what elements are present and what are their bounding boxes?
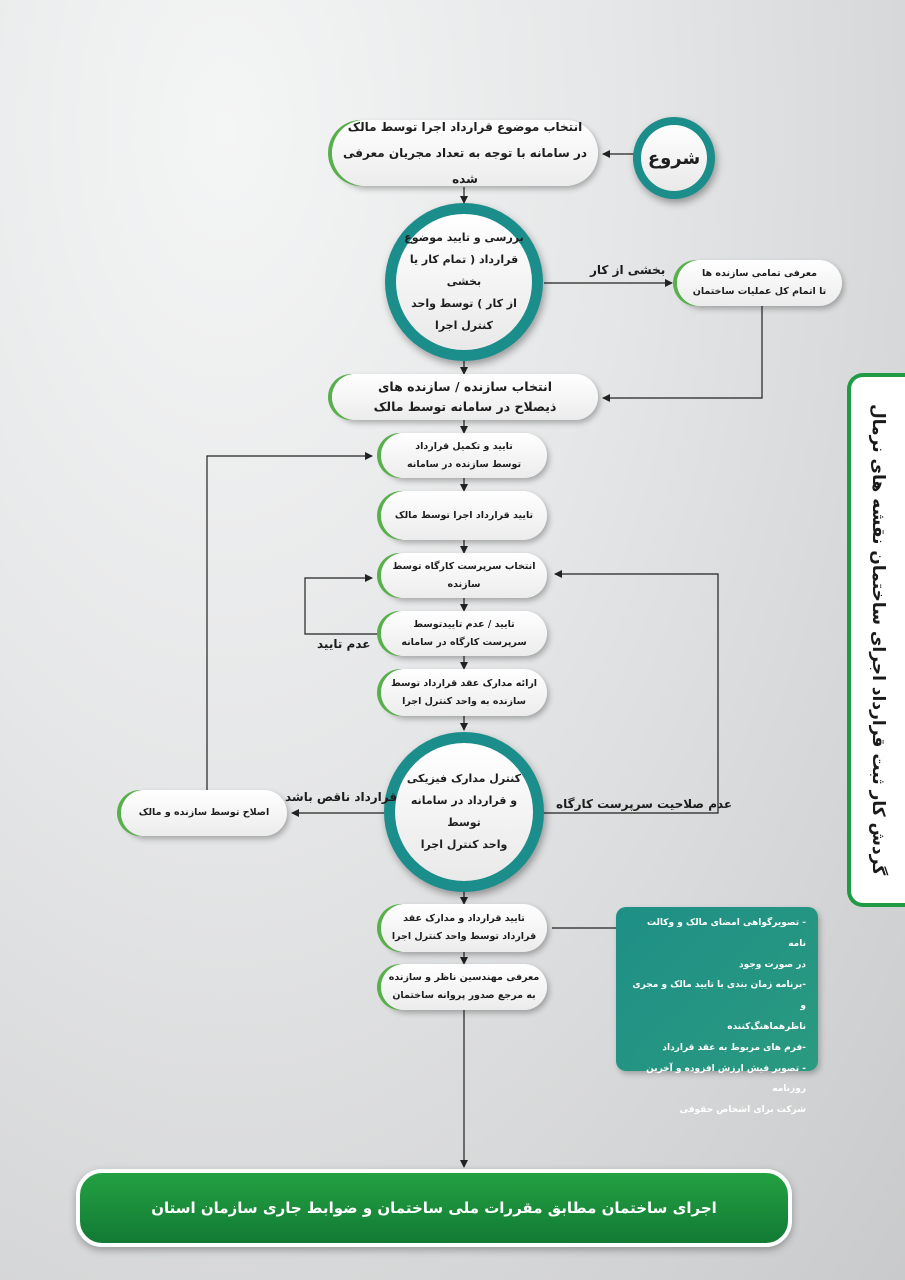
step-review-line1: بررسی و تایید موضوع (404, 231, 524, 244)
step-fix-by-builder-owner: اصلاح توسط سازنده و مالک (121, 790, 287, 836)
step-builder-confirm-line1: تایید و تکمیل قرارداد (415, 440, 513, 452)
required-documents-notes: - تصویرگواهی امضای مالک و وکالت نامه در … (616, 907, 818, 1115)
step-submit-contract-documents: ارائه مدارک عقد قرارداد توسط سازنده به و… (381, 669, 547, 716)
step-submit-docs-line1: ارائه مدارک عقد قرارداد توسط (390, 677, 538, 689)
workflow-title: گردش کار ثبت قرارداد اجرای ساختمان نقشه … (868, 404, 888, 876)
step-submit-docs-line2: سازنده به واحد کنترل اجرا (402, 695, 526, 707)
step-supervisor-confirm-line1: تایید / عدم تاییدتوسط (413, 618, 515, 630)
final-step-bar: اجرای ساختمان مطابق مقررات ملی ساختمان و… (76, 1169, 792, 1247)
step-approve-line2: قرارداد توسط واحد کنترل اجرا (391, 931, 537, 942)
step-select-contract-topic: انتخاب موضوع قرارداد اجرا توسط مالک در س… (332, 120, 598, 186)
step-introduce-engineers: معرفی مهندسین ناظر و سازنده به مرجع صدور… (381, 964, 547, 1010)
start-label: شروع (647, 147, 701, 169)
note-line: ناظرهماهنگ‌کننده (727, 1021, 806, 1032)
step-control-documents: کنترل مدارک فیزیکی و قرارداد در سامانه ت… (384, 732, 544, 892)
note-line: -برنامه زمان بندی با تایید مالک و مجری و (632, 980, 806, 1012)
edge-label-not-approved: عدم تایید (317, 637, 371, 651)
step-introduce-builders: معرفی تمامی سازنده ها تا اتمام کل عملیات… (677, 260, 842, 306)
step-supervisor-confirm: تایید / عدم تاییدتوسط سرپرست کارگاه در س… (381, 611, 547, 656)
step-owner-confirm-contract: تایید قرارداد اجرا توسط مالک (381, 491, 547, 540)
step-approve-contract-documents: تایید قرارداد و مدارک عقد قرارداد توسط و… (381, 904, 547, 952)
note-line: در صورت وجود (739, 959, 806, 970)
step-introduce-engineers-line1: معرفی مهندسین ناظر و سازنده (388, 972, 540, 983)
step-supervisor-confirm-line2: سرپرست کارگاه در سامانه (401, 636, 527, 648)
step-introduce-engineers-line2: به مرجع صدور پروانه ساختمان (392, 990, 536, 1001)
note-line: - تصویر فیش ارزش افزوده و آخرین روزنامه (646, 1063, 806, 1095)
step-review-line3: از کار ) توسط واحد کنترل اجرا (411, 297, 517, 332)
edge-label-partial-work: بخشی از کار (590, 263, 666, 277)
step-approve-line1: تایید قرارداد و مدارک عقد (403, 913, 525, 924)
step-control-line1: کنترل مدارک فیزیکی (406, 772, 522, 785)
step-control-line3: واحد کنترل اجرا (420, 838, 508, 851)
step-select-builder-line1: انتخاب سازنده / سازنده های (377, 379, 553, 394)
note-line: -فرم های مربوط به عقد قرارداد (662, 1042, 806, 1053)
step-introduce-builders-line1: معرفی تمامی سازنده ها (701, 268, 818, 279)
step-select-supervisor-line1: انتخاب سرپرست کارگاه توسط سازنده (392, 560, 536, 590)
start-node: شروع (633, 117, 715, 199)
final-step-label: اجرای ساختمان مطابق مقررات ملی ساختمان و… (151, 1199, 717, 1217)
step-builder-confirm-line2: توسط سازنده در سامانه (406, 458, 522, 470)
step-select-builder: انتخاب سازنده / سازنده های ذیصلاح در سام… (332, 374, 598, 420)
edge-label-incomplete-contract: قرارداد ناقص باشد (285, 790, 398, 804)
edge-label-supervisor-unqualified: عدم صلاحیت سرپرست کارگاه (556, 797, 733, 811)
step-introduce-builders-line2: تا اتمام کل عملیات ساختمان (692, 286, 827, 297)
note-line: شرکت برای اشخاص حقوقی (679, 1105, 806, 1116)
note-line: - تصویرگواهی امضای مالک و وکالت نامه (647, 918, 806, 949)
step-owner-confirm-line1: تایید قرارداد اجرا توسط مالک (394, 509, 534, 521)
step-builder-confirm-contract: تایید و تکمیل قرارداد توسط سازنده در سام… (381, 433, 547, 478)
step-select-contract-topic-line2: در سامانه با توجه به تعداد مجریان معرفی … (342, 146, 588, 186)
step-review-line2: قرارداد ( تمام کار یا بخشی (409, 253, 519, 288)
workflow-title-tab: گردش کار ثبت قرارداد اجرای ساختمان نقشه … (847, 373, 905, 907)
step-select-builder-line2: ذیصلاح در سامانه توسط مالک (373, 399, 557, 414)
step-review-contract-topic: بررسی و تایید موضوع قرارداد ( تمام کار ی… (385, 203, 543, 361)
step-select-site-supervisor: انتخاب سرپرست کارگاه توسط سازنده (381, 553, 547, 598)
step-fix-line1: اصلاح توسط سازنده و مالک (138, 807, 270, 818)
step-control-line2: و قرارداد در سامانه توسط (410, 794, 518, 829)
step-select-contract-topic-line1: انتخاب موضوع قرارداد اجرا توسط مالک (347, 120, 583, 134)
